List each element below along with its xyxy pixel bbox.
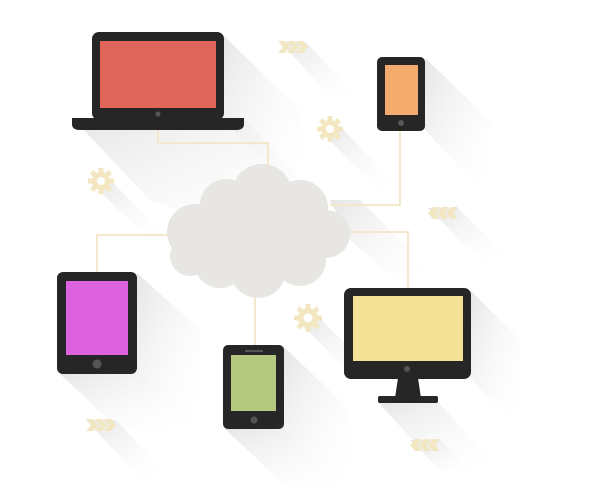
- monitor-neck: [395, 378, 421, 398]
- monitor-power-dot: [404, 366, 410, 372]
- tablet-shadow: [137, 273, 200, 430]
- monitor-connector: [350, 231, 409, 288]
- cloud-shadow: [330, 200, 420, 300]
- connector-lines: [96, 128, 409, 345]
- phone-speaker: [245, 350, 263, 352]
- phone-screen: [231, 355, 276, 411]
- phone-device-green: [223, 345, 284, 429]
- tablet-home-button: [92, 359, 102, 369]
- arrows-shadow-3: [86, 420, 170, 478]
- arrows-shadow-2: [428, 208, 510, 260]
- tablet-bottom-shadow: [58, 372, 200, 430]
- chevron-arrows-icon: [86, 419, 116, 431]
- phone-home-button: [398, 120, 404, 126]
- gear-shadow-2: [318, 128, 400, 190]
- phone-screen: [385, 65, 418, 115]
- phone-device-orange: [377, 57, 425, 131]
- phone-bottom-base-shadow: [224, 428, 350, 490]
- gear-shadow-1: [90, 182, 170, 240]
- tablet-connector: [96, 234, 172, 272]
- chevron-arrows-icon: [428, 207, 458, 219]
- monitor-device: [344, 288, 471, 403]
- tablet-device: [57, 272, 137, 374]
- arrows-shadow-1: [280, 42, 360, 100]
- phone-top-shadow: [425, 58, 490, 200]
- laptop-camera: [155, 111, 161, 117]
- monitor-stand: [378, 396, 438, 403]
- laptop-screen: [100, 41, 216, 108]
- laptop-connector: [157, 128, 269, 180]
- phone-top-connector: [330, 130, 401, 206]
- phone-home-button: [250, 416, 258, 424]
- laptop-top-shadow: [222, 34, 300, 200]
- laptop-device: [72, 32, 244, 130]
- gear-icon: [317, 116, 343, 142]
- phone-bottom-shadow: [283, 346, 350, 490]
- tablet-screen: [66, 281, 128, 355]
- cloud-icon: [167, 164, 350, 298]
- chevron-arrows-icon: [278, 41, 308, 53]
- laptop-base: [72, 118, 244, 130]
- monitor-stand-shadow: [378, 402, 500, 470]
- monitor-screen: [353, 296, 463, 361]
- monitor-shadow: [470, 290, 520, 430]
- gear-icon: [294, 304, 322, 332]
- gear-icon: [88, 168, 114, 194]
- chevron-arrows-icon: [410, 439, 440, 451]
